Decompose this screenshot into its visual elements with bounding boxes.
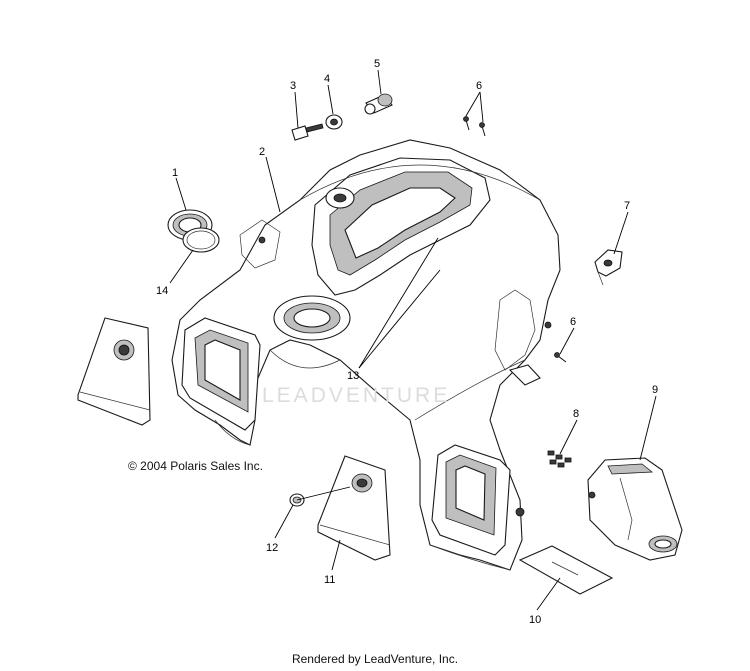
leader-lines <box>169 69 657 611</box>
hood-body <box>171 139 561 571</box>
side-panel-part <box>587 457 683 561</box>
gasket-ring-part <box>182 227 220 253</box>
cap-part <box>364 93 393 115</box>
callout-14: 14 <box>156 285 168 297</box>
callout-10: 10 <box>529 614 541 626</box>
screw-set-top <box>463 116 486 137</box>
callout-6-top: 6 <box>476 80 482 92</box>
callout-8: 8 <box>573 408 579 420</box>
callout-11: 11 <box>324 574 335 586</box>
ignition-switch-part <box>325 114 343 130</box>
callout-12: 12 <box>266 542 278 554</box>
key-part <box>291 123 324 141</box>
callout-labels: 1 2 3 4 5 6 6 7 8 9 10 11 12 13 14 <box>156 58 658 626</box>
footer-credit: Rendered by LeadVenture, Inc. <box>291 652 459 666</box>
callout-7: 7 <box>624 200 630 212</box>
callout-6-right: 6 <box>570 316 576 328</box>
screw-right <box>554 352 567 363</box>
callout-3: 3 <box>290 80 296 92</box>
callout-4: 4 <box>324 73 330 85</box>
callout-9: 9 <box>652 384 658 396</box>
callout-5: 5 <box>374 58 380 70</box>
watermark-text: LEADVENTURE <box>262 384 451 407</box>
plate-part <box>518 545 614 595</box>
callout-13: 13 <box>347 370 359 382</box>
clip-set-part <box>547 450 572 468</box>
copyright-text: © 2004 Polaris Sales Inc. <box>128 459 263 473</box>
callout-1: 1 <box>172 167 178 179</box>
callout-2: 2 <box>259 146 265 158</box>
badge-panel-left <box>77 317 151 426</box>
badge-panel-part <box>317 455 391 561</box>
bracket-part <box>594 249 623 286</box>
